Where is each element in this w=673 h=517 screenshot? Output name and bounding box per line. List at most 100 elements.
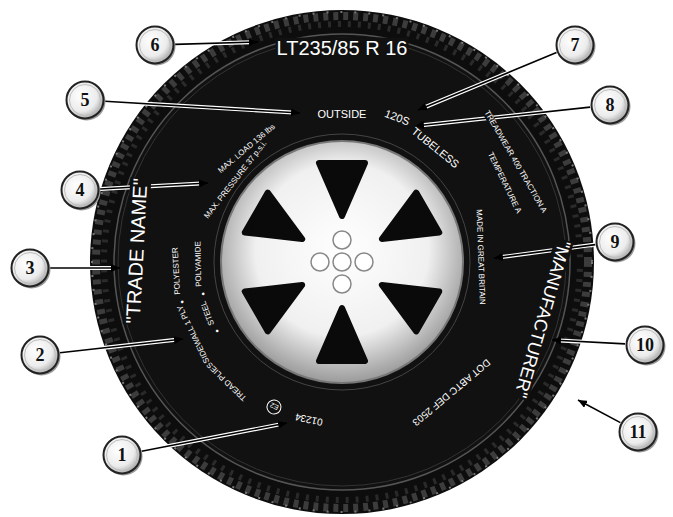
callout-number: 11: [629, 423, 646, 441]
badge-text-holder: 6: [135, 25, 175, 65]
badge-text-holder: E2: [264, 396, 285, 417]
badge-text-holder: 4: [60, 170, 100, 210]
emblem-code: E2: [269, 402, 280, 412]
leader-line: [494, 245, 595, 258]
badge-shadow: [23, 338, 61, 376]
badge-inner-ring: [65, 175, 96, 206]
callout-badge: 1: [102, 435, 142, 475]
wheel-rim: [221, 141, 463, 383]
leader-line: [105, 101, 300, 113]
badge-inner-ring: [600, 227, 631, 258]
badge-text-holder: 10: [625, 325, 665, 365]
spoke-hole: [319, 308, 365, 361]
callout-number: 5: [81, 91, 90, 109]
sidewall-marking: POLYESTER: [172, 246, 183, 296]
lug-hole: [311, 253, 329, 271]
spoke-hole: [245, 265, 314, 331]
spoke-hole: [370, 265, 439, 331]
badge-circle: [67, 82, 104, 119]
badge-shadow: [628, 328, 666, 366]
badge-inner-ring: [623, 417, 654, 448]
badge-shadow: [105, 438, 143, 476]
badge-circle: [557, 27, 594, 64]
badge-text-holder: 5: [65, 80, 105, 120]
leader-halo: [50, 42, 625, 451]
badge-circle: [137, 27, 174, 64]
badge-shadow: [598, 225, 636, 263]
spoke-hole: [319, 163, 365, 216]
tread-grooves: [104, 24, 580, 500]
leader-line: [100, 183, 208, 189]
badge-circle: [62, 172, 99, 209]
spoke-hole: [245, 193, 314, 259]
badge-text-holder: 8: [590, 85, 630, 125]
badge-circle: [627, 327, 664, 364]
sidewall-marking: ●: [199, 291, 206, 298]
leader-line: [415, 107, 590, 126]
badge-shadow: [63, 173, 101, 211]
badge-shadow: [13, 251, 51, 289]
callout-number: 10: [636, 336, 654, 354]
callout-number: 3: [26, 259, 35, 277]
sidewall-marking: TREAD PLIES: [205, 359, 250, 403]
leader-line: [142, 423, 287, 451]
leader-line: [50, 267, 120, 269]
sidewall-marking: DOT ABTC DEF 2503: [410, 356, 493, 428]
callout-number: 2: [36, 346, 45, 364]
wheel-spokes: [245, 163, 439, 361]
sidewall-marking: 01234: [293, 410, 324, 426]
badge-circle: [22, 337, 59, 374]
leader-line: [60, 339, 183, 353]
callout-badge: 10: [625, 325, 665, 365]
badge-circle: [12, 250, 49, 287]
badge-inner-ring: [560, 30, 591, 61]
badge-shadow: [68, 83, 106, 121]
sidewall-marking: OUTSIDE: [317, 109, 368, 121]
sidewall-brand: "TRADE NAME": [123, 177, 152, 325]
badge-text-holder: 3: [10, 248, 50, 288]
badge-inner-ring: [15, 253, 46, 284]
leader-line: [418, 53, 557, 110]
badge-inner-ring: [595, 90, 626, 121]
badge-inner-ring: [70, 85, 101, 116]
sidewall-marking: STEEL: [200, 299, 218, 328]
badge-inner-ring: [25, 340, 56, 371]
leader-lines: [50, 42, 625, 451]
badge-text-holder: 9: [595, 222, 635, 262]
sidewall-marking: MADE IN GREAT BRITAIN: [474, 208, 486, 306]
badge-shadow: [558, 28, 596, 66]
callout-number: 7: [571, 36, 580, 54]
sidewall-marking: 120S: [382, 108, 412, 129]
callout-badge: 9: [595, 222, 635, 262]
callout-badge: 4: [60, 170, 100, 210]
bead-ring: [214, 134, 470, 390]
lug-hole: [355, 253, 373, 271]
badge-shadow: [138, 28, 176, 66]
badge-text-holder: 2: [20, 335, 60, 375]
callout-number: 8: [606, 96, 615, 114]
approval-emblem: E2: [264, 396, 285, 417]
callout-number: 1: [118, 446, 127, 464]
callout-number: 4: [76, 181, 85, 199]
emblem-circle: [265, 398, 284, 417]
leader-line: [50, 42, 625, 451]
badge-circle: [592, 87, 629, 124]
badge-shadow: [593, 88, 631, 126]
badge-circle: [104, 437, 141, 474]
tread-blocks: [96, 16, 588, 508]
leader-line: [175, 42, 258, 44]
badge-shadow: [621, 415, 659, 453]
callout-badge: 7: [555, 25, 595, 65]
lug-hole: [333, 253, 351, 271]
leader-line: [578, 400, 620, 423]
sidewall: [114, 34, 570, 490]
callout-number: 6: [151, 36, 160, 54]
badge-text-holder: 1: [102, 435, 142, 475]
lug-hole: [333, 275, 351, 293]
badge-circle: [620, 414, 657, 451]
spoke-hole: [370, 193, 439, 259]
tread-highlights: [92, 12, 592, 512]
sidewall-marking: ●: [213, 327, 221, 335]
sidewall-brand: LT235/85 R 16: [276, 38, 409, 59]
